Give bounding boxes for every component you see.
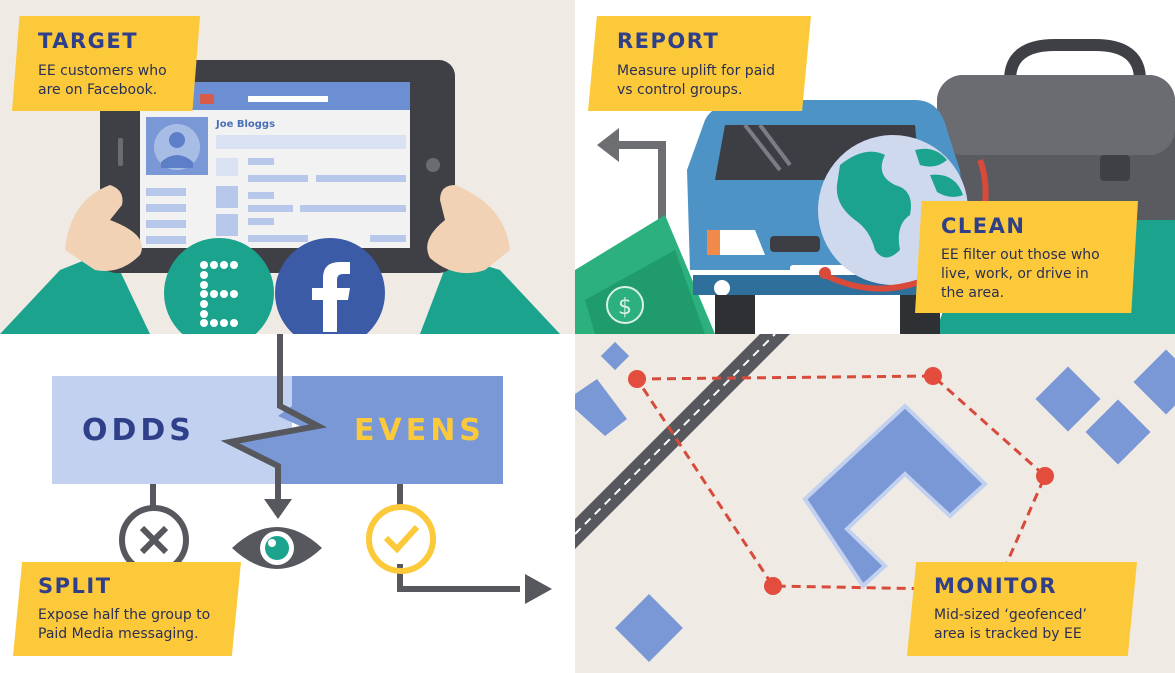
svg-text:$: $ (618, 295, 632, 320)
target-line-2: are on Facebook. (38, 82, 158, 98)
clean-line-2: live, work, or drive in (941, 266, 1089, 282)
ee-logo-icon (164, 238, 274, 334)
split-line-2: Paid Media messaging. (38, 626, 199, 642)
report-clean-panel: $ (575, 0, 1175, 334)
monitor-panel: MONITOR Mid-sized ‘geofenced’ area is tr… (575, 334, 1175, 673)
report-line-2: vs control groups. (617, 82, 743, 98)
evens-block (230, 376, 503, 484)
monitor-line-1: Mid-sized ‘geofenced’ (934, 607, 1087, 623)
geofence-route (634, 374, 1047, 592)
monitor-label (907, 562, 1137, 656)
road (575, 334, 790, 549)
report-title: REPORT (617, 29, 720, 53)
target-title: TARGET (38, 29, 139, 53)
monitor-line-2: area is tracked by EE (934, 626, 1082, 642)
report-label (588, 16, 811, 111)
facebook-logo-icon (275, 238, 385, 334)
split-line-1: Expose half the group to (38, 607, 211, 623)
target-label (12, 16, 200, 111)
profile-name: Joe Bloggs (216, 119, 276, 130)
clean-line-3: the area. (941, 285, 1005, 301)
geofenced-building (802, 403, 988, 590)
check-icon (366, 504, 436, 574)
eye-icon (232, 527, 322, 569)
evens-label: EVENS (354, 413, 485, 448)
monitor-title: MONITOR (934, 574, 1057, 598)
target-line-1: EE customers who (38, 63, 167, 79)
odds-block (52, 376, 292, 484)
money-icon: $ (575, 215, 715, 334)
clean-title: CLEAN (941, 214, 1026, 238)
clean-line-1: EE filter out those who (941, 247, 1100, 263)
report-line-1: Measure uplift for paid (617, 63, 776, 79)
split-illustration (52, 334, 552, 604)
split-title: SPLIT (38, 574, 112, 598)
target-panel: Joe Bloggs TARGET EE customers who are o… (0, 0, 575, 334)
monitor-map (575, 334, 1175, 662)
odds-label: ODDS (82, 413, 195, 448)
split-label (13, 562, 241, 656)
clean-label (915, 201, 1138, 313)
split-panel: ODDS EVENS SPLIT Expose half the group t… (0, 334, 575, 673)
